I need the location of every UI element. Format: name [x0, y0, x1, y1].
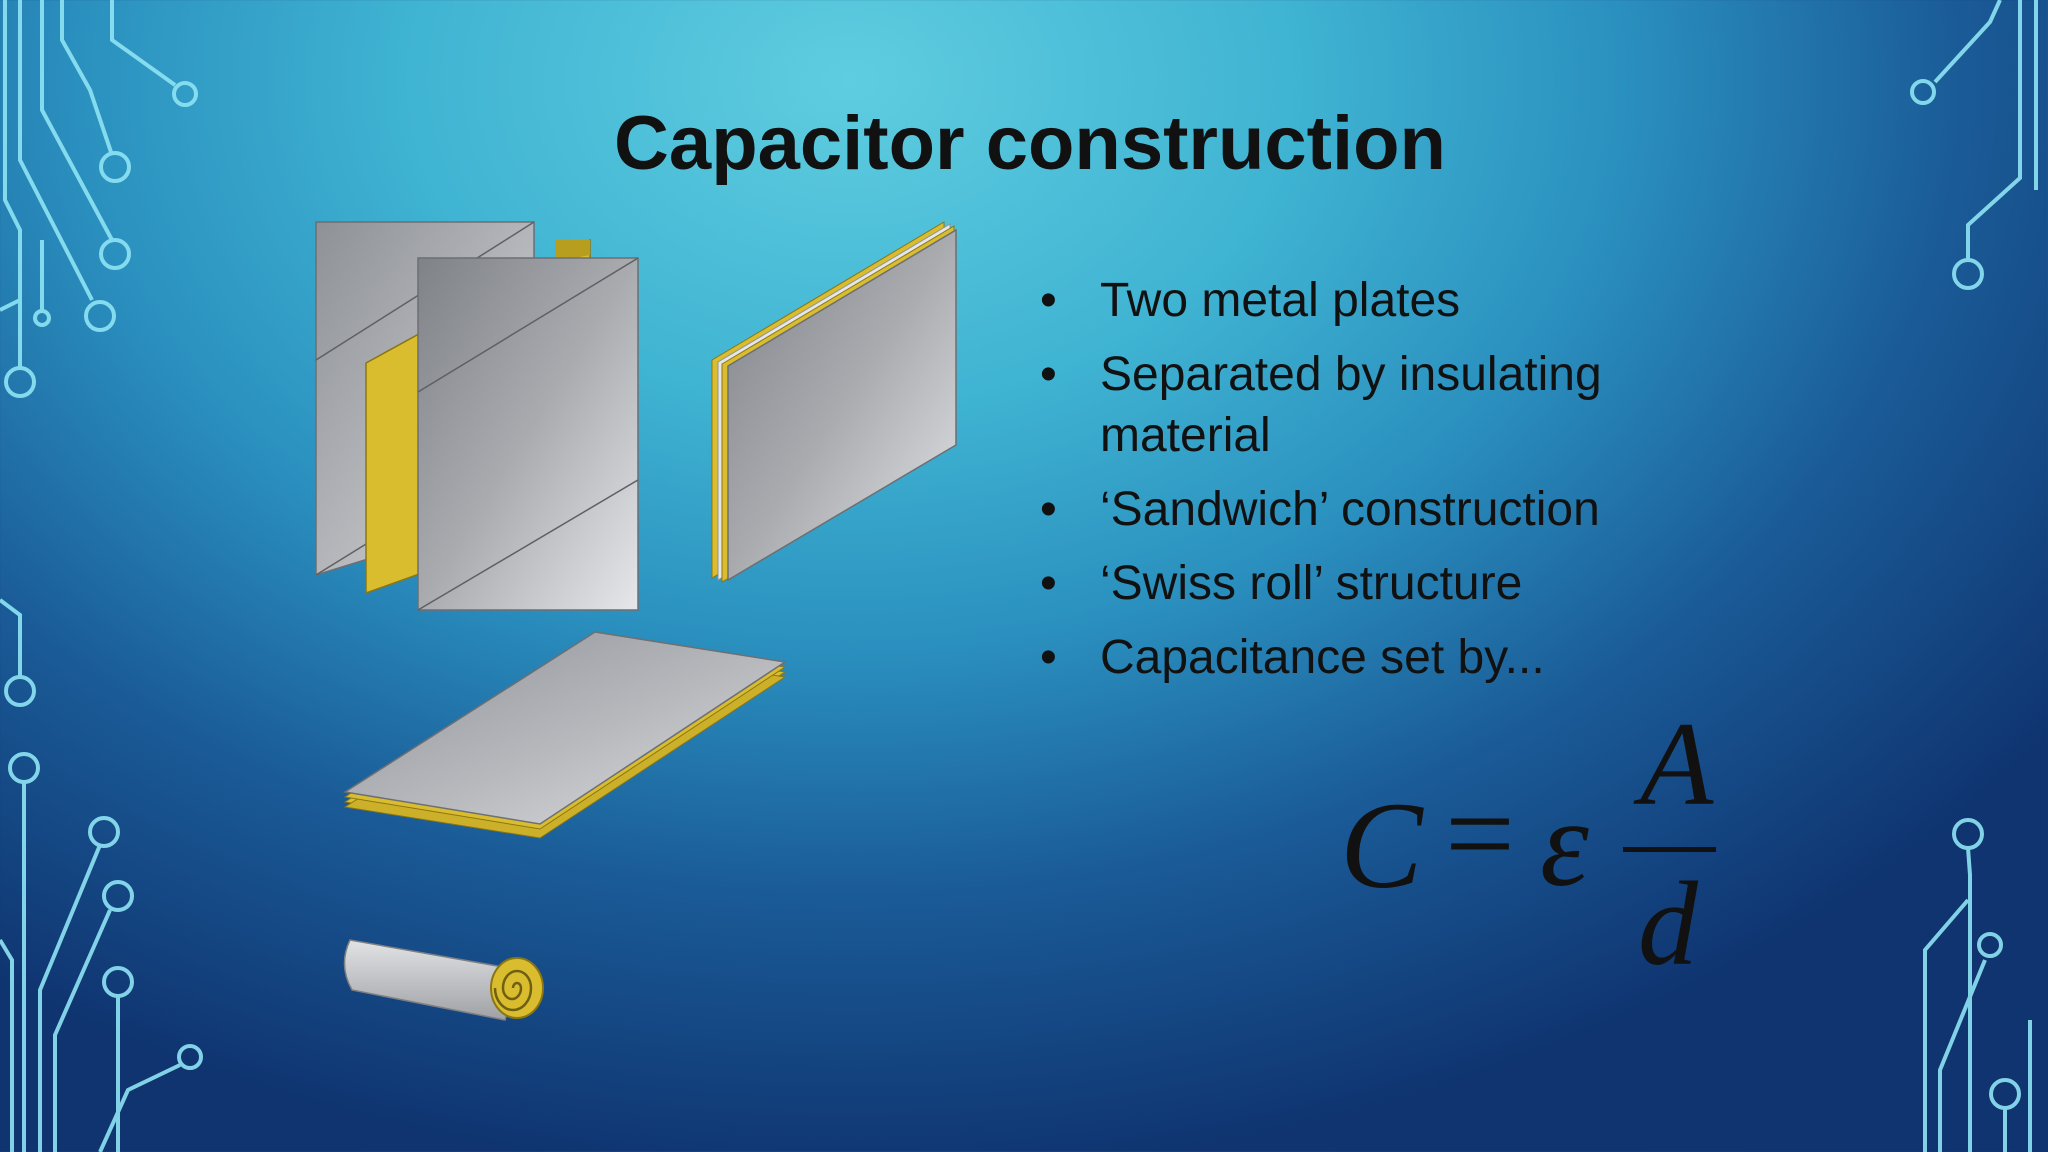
formula-area: A [1640, 697, 1714, 830]
bullet-item: Separated by insulating material [1040, 344, 1760, 466]
formula-capacitance: C [1340, 777, 1423, 914]
bullet-item: ‘Swiss roll’ structure [1040, 553, 1760, 614]
formula-equals: = [1445, 765, 1515, 902]
slide-title: Capacitor construction [614, 101, 1446, 186]
swiss-roll [343, 939, 544, 1021]
exploded-plates [315, 221, 639, 611]
bullet-item: Two metal plates [1040, 270, 1760, 331]
bullet-item: ‘Sandwich’ construction [1040, 479, 1760, 540]
formula-fraction-bar [1623, 847, 1716, 852]
bullet-list: Two metal plates Separated by insulating… [1040, 270, 1760, 701]
capacitance-formula: C = ε A d [1340, 697, 1720, 990]
bullet-item: Capacitance set by... [1040, 627, 1760, 688]
single-sandwich-plate [711, 221, 957, 583]
flat-sandwich-plate [342, 631, 788, 839]
formula-distance: d [1638, 857, 1698, 990]
formula-permittivity: ε [1540, 775, 1589, 912]
